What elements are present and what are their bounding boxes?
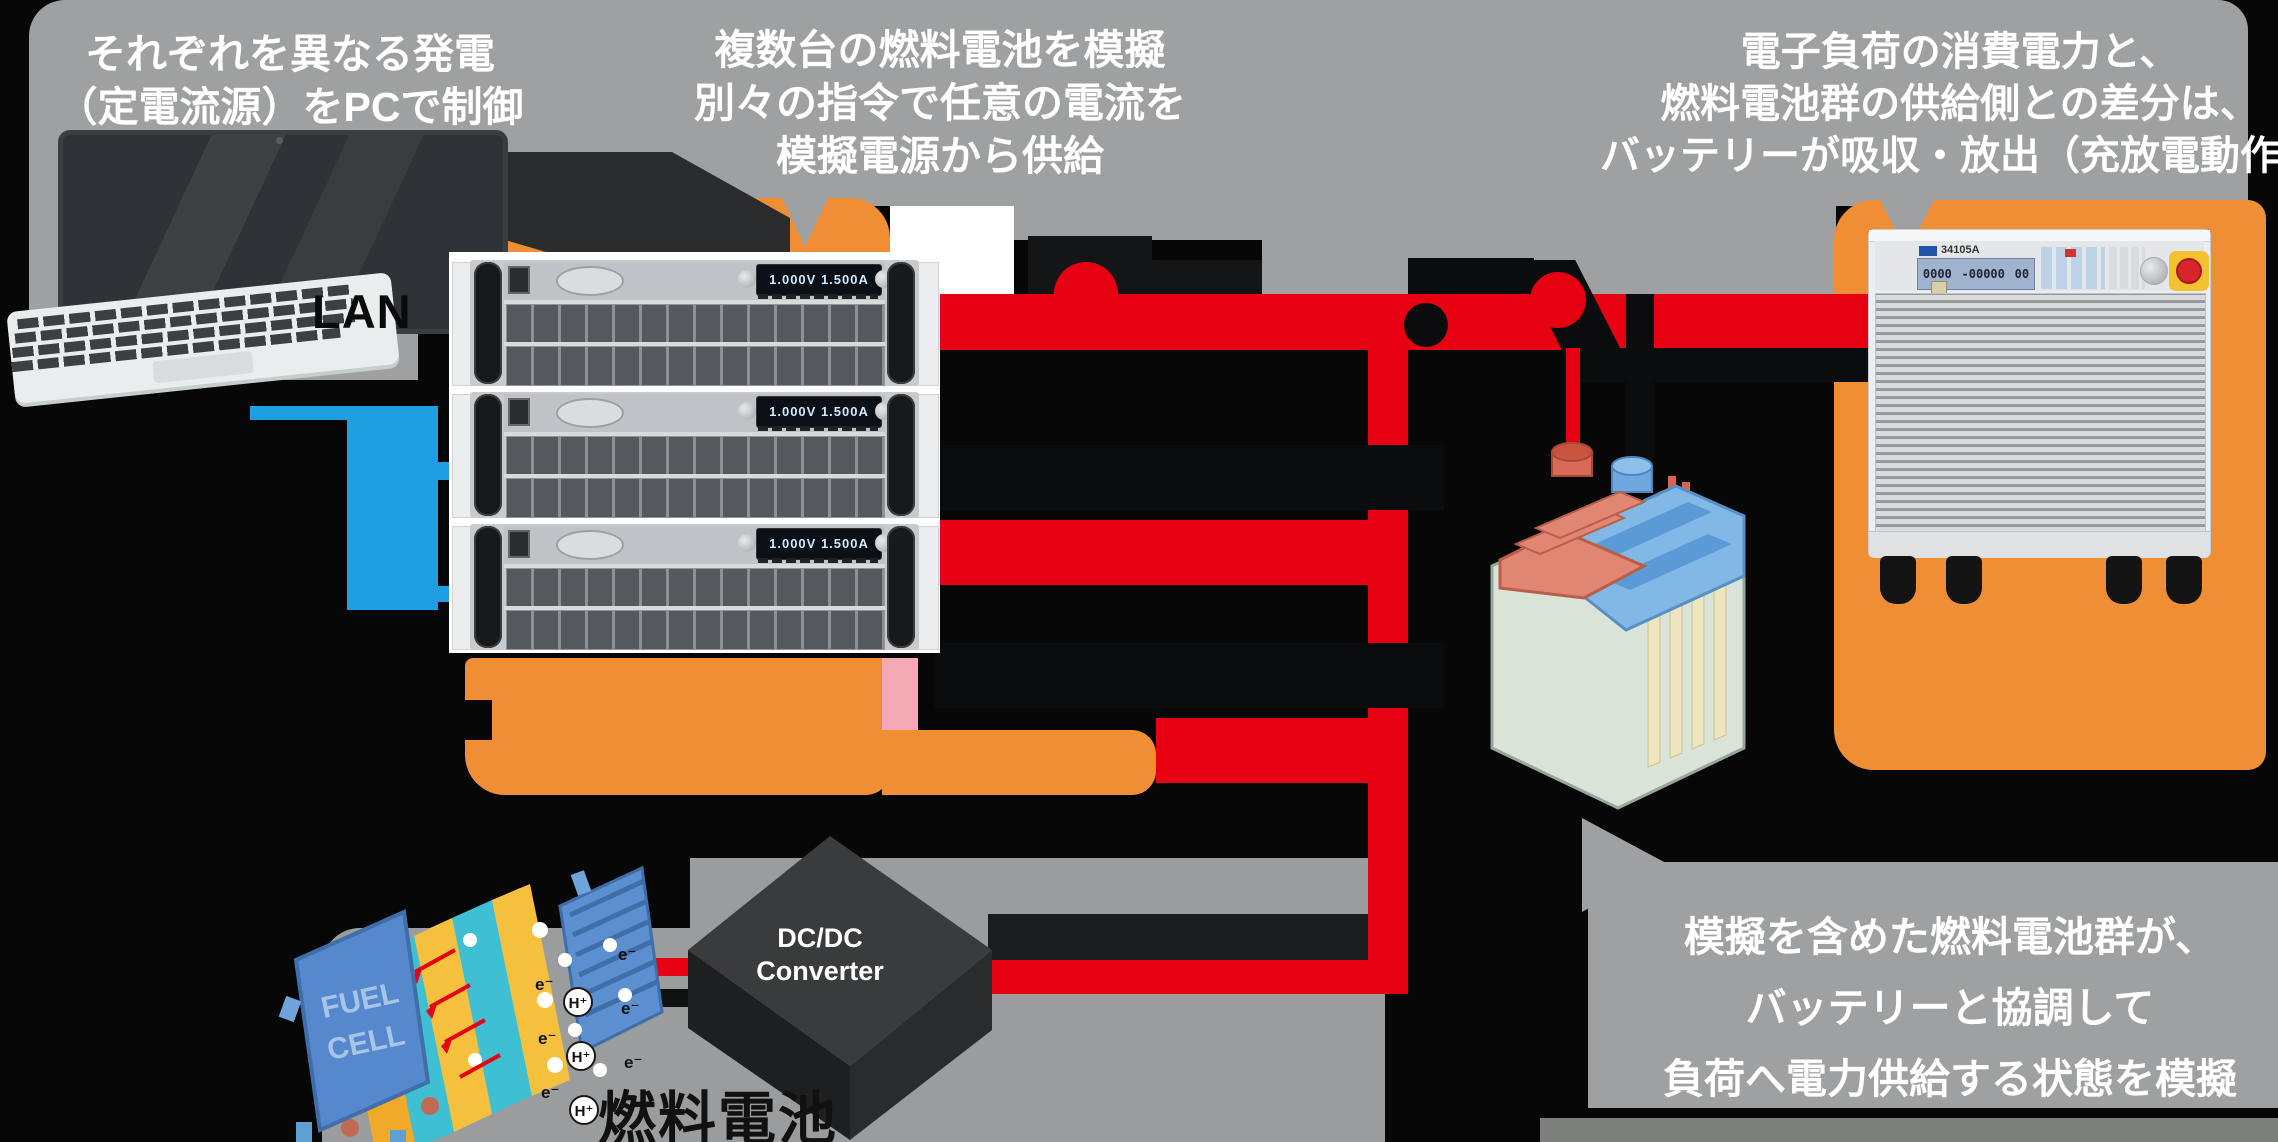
wire-black-psu2 <box>935 445 1444 510</box>
psu-handle-left <box>474 262 502 384</box>
psu-callout-text: 複数台の燃料電池を模擬 別々の指令で任意の電流を 模擬電源から供給 <box>694 27 1186 179</box>
wire-red-fc-in <box>628 958 742 976</box>
psu-handle-left <box>474 526 502 648</box>
psu-knob-left <box>738 402 756 420</box>
psu-handle-right <box>887 394 915 516</box>
panel-top-mid-a <box>1012 204 1262 240</box>
wire-red-hop1 <box>1054 262 1118 326</box>
psu-knob-left <box>738 270 756 288</box>
dcdc-label: DC/DC Converter <box>756 923 884 986</box>
psu-unit: 1.000V 1.500A <box>452 260 939 386</box>
wire-black-fc-in <box>628 989 742 1007</box>
wire-black-top <box>1408 258 1534 294</box>
load-model-label: 34105A <box>1941 244 1980 256</box>
wire-red-dcdc-out <box>988 960 1408 994</box>
lan-tab-1 <box>438 462 449 480</box>
lan-label: LAN <box>312 285 412 338</box>
load-caster-icon <box>1946 556 1982 604</box>
psu-unit: 1.000V 1.500A <box>452 524 939 650</box>
psu-lcd: 1.000V 1.500A <box>756 528 882 560</box>
electronic-load: 34105A 0000 -00000 00 <box>1868 229 2211 558</box>
wire-bus-cross-dot <box>1404 303 1448 347</box>
pc-callout-text: それぞれを異なる発電 （定電流源）をPCで制御 <box>56 31 524 130</box>
coordination-callout-text: 模擬を含めた燃料電池群が、 バッテリーと協調して 負荷へ電力供給する状態を模擬 <box>1663 914 2237 1102</box>
psu-handle-left <box>474 394 502 516</box>
laptop-touchpad <box>152 350 254 384</box>
wire-black-dcdc-out <box>988 914 1368 960</box>
lan-line-horizontal <box>250 406 354 420</box>
wire-black-psu3 <box>935 643 1444 708</box>
psu-power-switch <box>508 266 530 294</box>
panel-coordination <box>1588 862 2278 1108</box>
load-keypad-red-key <box>2065 249 2076 257</box>
load-keypad-numeric <box>2109 247 2145 289</box>
psu-callout-bite <box>430 700 492 740</box>
pink-patch <box>882 658 918 730</box>
psu-callout-extension <box>882 730 1156 795</box>
load-grill <box>1875 293 2206 533</box>
load-estop <box>2169 251 2209 291</box>
lan-line-vertical <box>347 406 438 610</box>
load-knob <box>2140 257 2168 285</box>
battery <box>1490 442 1746 810</box>
load-caster-icon <box>2166 556 2202 604</box>
fuel-cell-caption: 燃料電池 <box>598 1087 839 1142</box>
wire-red-hop2 <box>1530 272 1586 328</box>
psu-lcd: 1.000V 1.500A <box>756 396 882 428</box>
wire-red-battery-drop <box>1566 348 1580 452</box>
wire-red-psu3 <box>1156 718 1408 783</box>
psu-logo-icon <box>556 530 624 560</box>
psu-lcd: 1.000V 1.500A <box>756 264 882 296</box>
load-brand-icon <box>1919 246 1937 256</box>
load-callout-text: 電子負荷の消費電力と、 燃料電池群の供給側との差分は、 バッテリーが吸収・放出（… <box>1600 30 2278 178</box>
load-estop-button <box>2176 258 2202 284</box>
psu-callout-bottom <box>465 658 890 795</box>
psu-handle-right <box>887 526 915 648</box>
psu-power-switch <box>508 530 530 558</box>
laptop-camera-icon <box>276 137 283 144</box>
psu-knob-left <box>738 534 756 552</box>
psu-handle-right <box>887 262 915 384</box>
lan-tab-2 <box>438 586 449 602</box>
floor-strip <box>1540 1118 2278 1142</box>
psu-power-switch <box>508 398 530 426</box>
wire-red-psu2 <box>935 520 1408 585</box>
load-panel: 34105A 0000 -00000 00 <box>1875 241 2209 299</box>
wire-black-battery-drop <box>1626 294 1654 460</box>
psu-logo-icon <box>556 266 624 296</box>
psu-logo-icon <box>556 398 624 428</box>
psu-unit: 1.000V 1.500A <box>452 392 939 518</box>
load-caster-icon <box>1880 556 1916 604</box>
load-caster-icon <box>2106 556 2142 604</box>
